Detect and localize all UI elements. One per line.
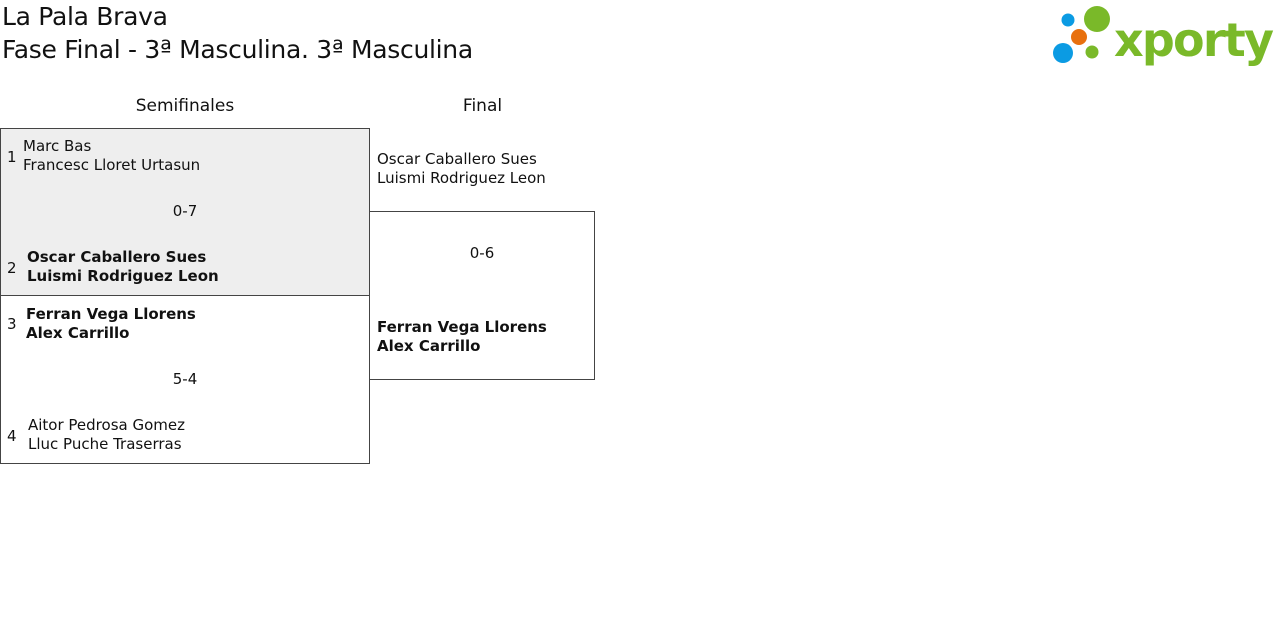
final-match[interactable]	[369, 211, 595, 380]
player-name: Ferran Vega Llorens	[26, 305, 196, 323]
xporty-logo[interactable]: xporty	[1050, 4, 1276, 67]
svg-text:xporty: xporty	[1114, 13, 1274, 66]
xporty-logo-icon: xporty	[1053, 6, 1274, 67]
player-name: Oscar Caballero Sues	[377, 150, 537, 168]
team-bottom: Aitor Pedrosa Gomez Lluc Puche Traserras	[28, 416, 185, 454]
team-top: Marc Bas Francesc Lloret Urtasun	[23, 137, 200, 175]
player-name: Ferran Vega Llorens	[377, 318, 547, 336]
semifinal-match-2[interactable]	[0, 295, 370, 464]
round-label-final: Final	[462, 96, 503, 116]
round-label-semifinales: Semifinales	[135, 96, 235, 116]
player-name: Aitor Pedrosa Gomez	[28, 416, 185, 434]
player-name: Luismi Rodriguez Leon	[377, 169, 546, 187]
match-score: 0-7	[172, 202, 198, 220]
player-name: Francesc Lloret Urtasun	[23, 156, 201, 174]
player-name: Alex Carrillo	[26, 324, 130, 342]
player-name: Alex Carrillo	[377, 337, 481, 355]
player-name: Lluc Puche Traserras	[28, 435, 182, 453]
player-name: Marc Bas	[23, 137, 92, 155]
player-name: Luismi Rodriguez Leon	[27, 267, 219, 285]
final-team-bottom-winner: Ferran Vega Llorens Alex Carrillo	[377, 318, 547, 356]
club-title: La Pala Brava	[2, 2, 168, 31]
match-score: 5-4	[172, 370, 198, 388]
team-bottom-winner: Oscar Caballero Sues Luismi Rodriguez Le…	[27, 248, 219, 286]
semifinal-match-1[interactable]	[0, 128, 370, 296]
seed-number: 4	[7, 427, 17, 445]
final-score: 0-6	[469, 244, 495, 262]
final-team-top: Oscar Caballero Sues Luismi Rodriguez Le…	[377, 150, 546, 188]
seed-number: 2	[7, 259, 17, 277]
player-name: Oscar Caballero Sues	[27, 248, 207, 266]
team-top-winner: Ferran Vega Llorens Alex Carrillo	[26, 305, 196, 343]
seed-number: 3	[7, 315, 17, 333]
seed-number: 1	[7, 148, 17, 166]
phase-title: Fase Final - 3ª Masculina. 3ª Masculina	[2, 35, 473, 64]
